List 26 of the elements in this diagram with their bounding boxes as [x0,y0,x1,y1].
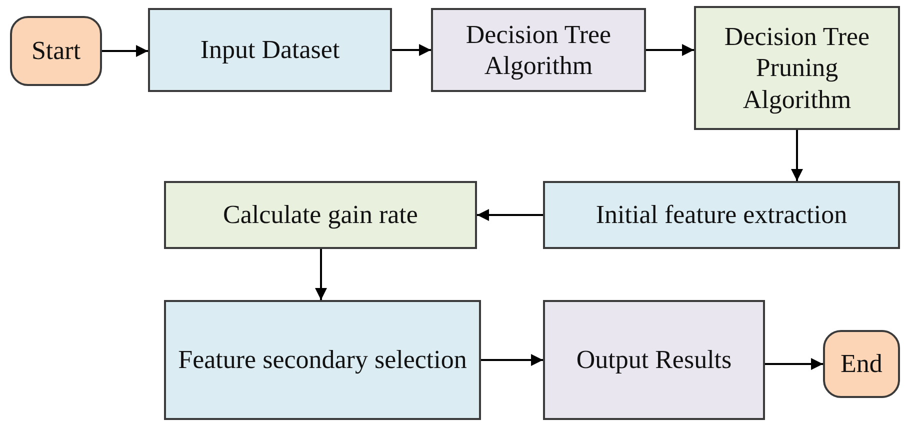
node-label: Calculate gain rate [222,199,419,231]
arrow [102,45,148,57]
arrow [481,354,543,366]
process-box [164,300,481,420]
node-label: Input Dataset [199,34,341,66]
process-box [148,8,392,92]
start-terminal [10,16,102,86]
node-label: Decision Tree Pruning Algorithm [723,21,871,115]
node-label: End [840,348,884,380]
arrow [765,358,823,370]
arrow [315,249,327,300]
arrow [392,44,431,56]
node-label: Feature secondary selection [177,344,468,376]
process-box [431,8,646,92]
process-box [543,181,900,249]
node-label: Output Results [575,344,733,376]
end-terminal [823,330,900,398]
arrow [477,209,543,221]
process-box [543,300,765,420]
arrow [646,44,694,56]
process-box [164,181,477,249]
node-label: Initial feature extraction [594,199,848,231]
node-label: Decision Tree Algorithm [464,18,612,82]
process-box [694,6,900,130]
arrow [791,130,803,181]
node-label: Start [30,35,82,67]
